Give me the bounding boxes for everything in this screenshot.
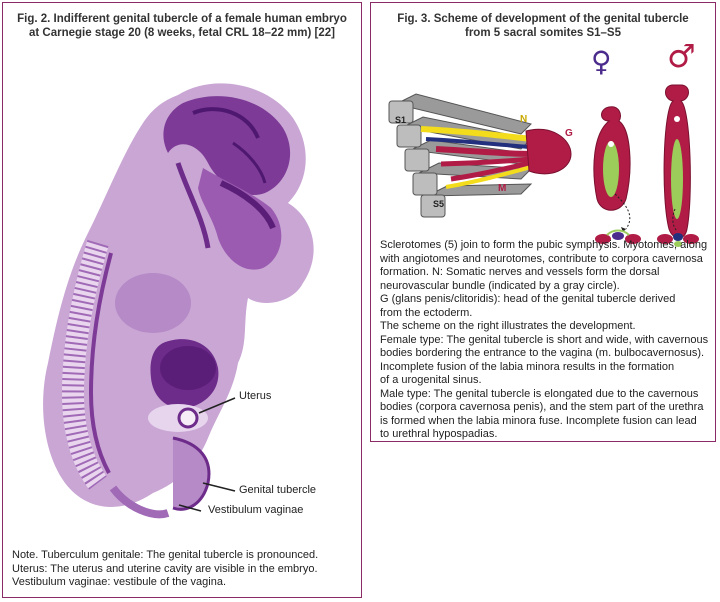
figure-3-note-line: Incomplete fusion of the labia minora re… bbox=[380, 360, 675, 373]
figure-3-note-line: Sclerotomes (5) join to form the pubic s… bbox=[380, 239, 708, 251]
figure-3-note-line: Female type: The genital tubercle is sho… bbox=[380, 333, 709, 346]
figure-3-note-line: formation. N: Somatic nerves and vessels… bbox=[380, 266, 660, 278]
label-uterus: Uterus bbox=[239, 390, 272, 402]
label-s5: S5 bbox=[433, 199, 445, 209]
figure-3-note-line: bodies (corpora cavernosa penis), and th… bbox=[380, 401, 704, 413]
figure-2-title-line-1: Fig. 2. Indifferent genital tubercle of … bbox=[17, 13, 347, 25]
figure-3-note-line: of a urogenital sinus. bbox=[380, 374, 482, 386]
figure-3-note-line: Male type: The genital tubercle is elong… bbox=[380, 387, 699, 400]
figure-3-title: Fig. 3. Scheme of development of the gen… bbox=[371, 12, 715, 40]
figure-3-title-line-1: Fig. 3. Scheme of development of the gen… bbox=[397, 13, 689, 25]
label-s1: S1 bbox=[395, 115, 407, 125]
label-genital-tubercle: Genital tubercle bbox=[239, 484, 317, 496]
figure-2-note-line: Vestibulum vaginae: vestibule of the vag… bbox=[12, 576, 227, 588]
development-scheme-diagram bbox=[593, 84, 699, 247]
figure-3-note-line: G (glans penis/clitoridis): head of the … bbox=[380, 293, 676, 305]
figure-3-note-line: from the ectoderm. bbox=[380, 306, 473, 319]
figure-2-title: Fig. 2. Indifferent genital tubercle of … bbox=[3, 12, 361, 40]
male-symbol-icon: ♂ bbox=[667, 37, 696, 75]
figure-3-note-line: The scheme on the right illustrates the … bbox=[380, 320, 636, 332]
embryo-histology-image bbox=[43, 83, 314, 519]
figure-2-note: Note. Tuberculum genitale: The genital t… bbox=[12, 549, 352, 590]
figure-2-note-line: Uterus: The uterus and uterine cavity ar… bbox=[12, 562, 318, 575]
figure-3-note-line: to urethral hypospadias. bbox=[380, 428, 498, 440]
figure-3-note-line: bodies bordering the entrance to the vag… bbox=[380, 347, 705, 359]
label-g: G bbox=[565, 128, 573, 139]
figure-3-note: Sclerotomes (5) join to form the pubic s… bbox=[380, 239, 710, 442]
figure-3-title-line-2: from 5 sacral somites S1–S5 bbox=[465, 27, 621, 39]
label-n: N bbox=[520, 114, 528, 125]
figure-3-note-line: is formed when the labia minora fuse. In… bbox=[380, 414, 697, 427]
somite-scheme-diagram bbox=[388, 93, 572, 218]
label-vestibulum-vaginae: Vestibulum vaginae bbox=[208, 504, 304, 516]
figure-2-panel: Fig. 2. Indifferent genital tubercle of … bbox=[2, 2, 362, 598]
figure-2-title-line-2: at Carnegie stage 20 (8 weeks, fetal CRL… bbox=[29, 27, 335, 39]
figure-3-note-line: with angiotomes and neurotomes, contribu… bbox=[380, 252, 703, 265]
figure-2-note-line: Note. Tuberculum genitale: The genital t… bbox=[12, 549, 319, 561]
figure-3-note-line: neurovascular bundle (indicated by a gra… bbox=[380, 279, 620, 292]
label-m: M bbox=[498, 183, 507, 194]
female-symbol-icon: ♀ bbox=[591, 45, 612, 78]
figure-3-panel: Fig. 3. Scheme of development of the gen… bbox=[370, 2, 716, 442]
